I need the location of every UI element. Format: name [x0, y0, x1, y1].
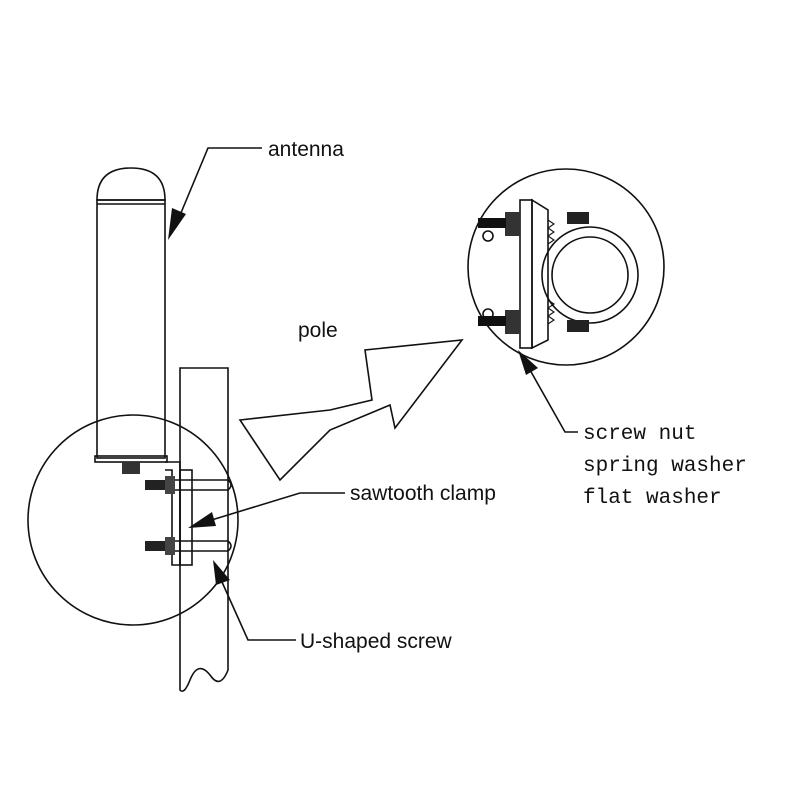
bracket-drawing — [145, 461, 232, 566]
hollow-arrow — [238, 339, 464, 482]
label-pole: pole — [298, 319, 338, 342]
antenna-drawing — [94, 167, 168, 474]
magnify-circle — [27, 414, 239, 626]
label-screw-nut: screw nut — [583, 423, 696, 446]
upper-u-screw — [145, 476, 232, 494]
label-u-shaped-screw: U-shaped screw — [300, 630, 453, 653]
pole-drawing — [179, 367, 229, 693]
label-flat-washer: flat washer — [583, 487, 722, 510]
leader-lines — [168, 147, 578, 641]
label-antenna: antenna — [268, 138, 344, 161]
lower-u-screw — [145, 537, 232, 555]
label-sawtooth-clamp: sawtooth clamp — [350, 482, 496, 505]
label-spring-washer: spring washer — [583, 455, 747, 478]
detail-view — [467, 168, 665, 366]
